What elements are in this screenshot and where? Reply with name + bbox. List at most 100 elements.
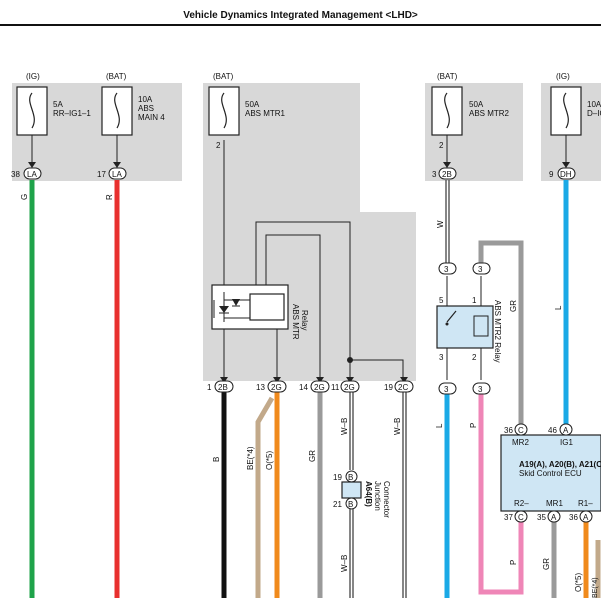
splice-dot (347, 357, 353, 363)
connector-9-dh: 9 DH (549, 162, 576, 180)
fuse-absmain-amps: 10A (138, 95, 153, 104)
ecu-conn-35a: A (551, 513, 557, 522)
fuse-abs-mtr1 (208, 86, 240, 136)
bc4-conn: 2G (344, 383, 355, 392)
bottom-connectors (214, 377, 414, 393)
svg-text:3: 3 (444, 385, 449, 394)
connector-17-la: 17 LA (97, 162, 127, 180)
ecu-pin-35a: 35 (537, 513, 546, 522)
junction-desc2: Connector (382, 481, 391, 518)
relay1-label2: Relay (300, 310, 309, 330)
fuse-dig-amps: 10A (587, 100, 601, 109)
wirelabel-l2: L (554, 305, 563, 310)
fuse-mtr2-pin: 2 (439, 141, 444, 150)
wirelabel-l1: L (435, 423, 444, 428)
fuse-absmain-name2: MAIN 4 (138, 113, 165, 122)
abs-mtr2-relay: 3 3 3 3 (436, 262, 494, 395)
relay1-internal-wiring (214, 140, 404, 380)
bc3-pin: 14 (299, 383, 308, 392)
bc2-conn: 2G (271, 383, 282, 392)
svg-text:3: 3 (432, 170, 437, 179)
fuse-d-ig (550, 86, 582, 168)
junction-name: A64(B) (364, 481, 373, 507)
page-title: Vehicle Dynamics Integrated Management <… (183, 10, 418, 21)
title-rule (0, 24, 601, 26)
relay2-label: ABS MTR2 Relay (493, 300, 502, 363)
wirelabel-r: R (105, 194, 114, 200)
svg-text:LA: LA (27, 170, 37, 179)
connector-3-2b: 3 2B (432, 162, 457, 180)
ecu-conn-36a: A (583, 513, 589, 522)
wirelabel-p2: P (509, 560, 518, 565)
ecu-conn-37c: C (518, 513, 524, 522)
wirelabel-be: BE(*4) (246, 446, 255, 470)
ecu-label-r2: R2– (514, 499, 529, 508)
svg-text:3: 3 (478, 385, 483, 394)
fuse-abs-main (101, 86, 133, 168)
wire-tan (255, 396, 275, 598)
ecu-pin-36c: 36 (504, 426, 513, 435)
ecu-conn-46a: A (563, 426, 569, 435)
wirelabel-gr3: GR (542, 558, 551, 570)
relay2-pin1: 1 (472, 296, 477, 305)
bc3-conn: 2G (314, 383, 325, 392)
ecu-conn-36c: C (518, 426, 524, 435)
abs-mtr-relay (211, 284, 289, 330)
fuse-absmain-source: (BAT) (106, 72, 127, 81)
junction-conn-top: B (348, 473, 353, 482)
svg-text:9: 9 (549, 170, 554, 179)
ecu-pin-36a: 36 (569, 513, 578, 522)
junction-connector (341, 470, 362, 510)
connector-38-la: 38 LA (11, 162, 42, 180)
wire-gray-2 (478, 240, 524, 428)
wirelabel-p1: P (469, 423, 478, 428)
ecu-subtitle: Skid Control ECU (519, 469, 582, 478)
fuse-absmain-name: ABS (138, 104, 154, 113)
wirelabel-wb2: W–B (340, 555, 349, 572)
fuse-mtr2-source: (BAT) (437, 72, 458, 81)
wirelabel-wb3: W–B (393, 418, 402, 435)
junction-pin-top: 19 (333, 473, 342, 482)
fuse-mtr1-pin: 2 (216, 141, 221, 150)
junction-conn-bot: B (348, 500, 353, 509)
svg-text:DH: DH (560, 170, 572, 179)
bc5-pin: 19 (384, 383, 393, 392)
bc1-conn: 2B (218, 383, 228, 392)
wire-pink (478, 393, 524, 595)
fuse-mtr1-amps: 50A (245, 100, 260, 109)
fuse-mtr2-amps: 50A (469, 100, 484, 109)
fuse-dig-name: D–IG (587, 109, 601, 118)
wirelabel-o: O(*5) (265, 451, 274, 470)
wirelabel-o2: O(*5) (574, 573, 583, 592)
wirelabel-gr: GR (308, 450, 317, 462)
ecu-label-mr2: MR2 (512, 438, 529, 447)
ecu-label-ig1: IG1 (560, 438, 573, 447)
wirelabel-g: G (20, 194, 29, 200)
relay2-pin5: 5 (439, 296, 444, 305)
svg-text:17: 17 (97, 170, 106, 179)
skid-control-ecu (500, 423, 601, 523)
fuse-mtr2-name: ABS MTR2 (469, 109, 510, 118)
fuse-dig-source: (IG) (556, 72, 570, 81)
wirelabel-gr2: GR (509, 300, 518, 312)
fuse-mtr1-source: (BAT) (213, 72, 234, 81)
ecu-pin-46a: 46 (548, 426, 557, 435)
relay2-pin2: 2 (472, 353, 477, 362)
bc1-pin: 1 (207, 383, 212, 392)
ecu-pin-37c: 37 (504, 513, 513, 522)
svg-text:LA: LA (112, 170, 122, 179)
fuse-rr-name: RR–IG1–1 (53, 109, 91, 118)
svg-text:3: 3 (444, 265, 449, 274)
wirelabel-wb1: W–B (340, 418, 349, 435)
wirelabel-be2: BE(*4) (592, 577, 599, 598)
bc4-pin: 11 (331, 383, 340, 392)
fuse-rr-ig1 (16, 86, 48, 168)
wirelabel-b: B (212, 457, 221, 462)
ecu-label-mr1: MR1 (546, 499, 563, 508)
ecu-label-r1: R1– (578, 499, 593, 508)
bc5-conn: 2C (398, 383, 408, 392)
svg-text:38: 38 (11, 170, 20, 179)
ecu-title: A19(A), A20(B), A21(C) (519, 460, 601, 469)
svg-text:2B: 2B (442, 170, 452, 179)
